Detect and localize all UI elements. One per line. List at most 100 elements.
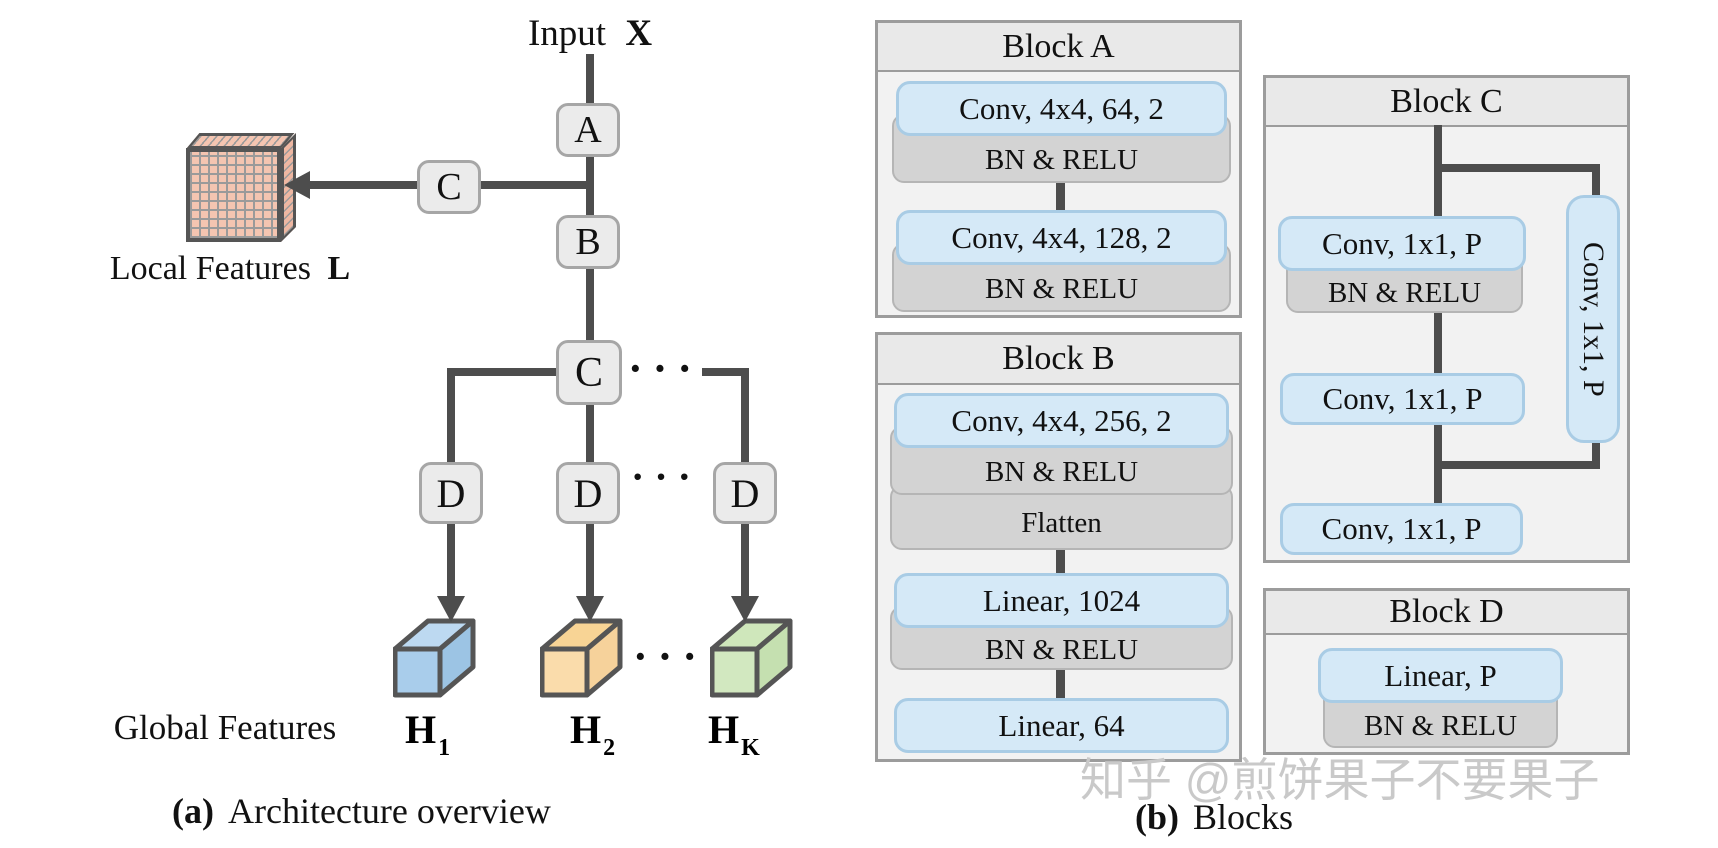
block-c-skip-line-bottom — [1438, 461, 1600, 469]
branch-right-h — [702, 368, 749, 376]
caption-a-tag: (a) — [172, 791, 214, 831]
input-label: Input X — [450, 12, 730, 55]
h1-label-sub: 1 — [438, 735, 451, 761]
node-d-mid-label: D — [573, 470, 603, 516]
block-a-conv1-label: Conv, 4x4, 64, 2 — [959, 90, 1164, 126]
block-c-conv3-label: Conv, 1x1, P — [1321, 511, 1482, 546]
branch-right-v — [741, 368, 749, 464]
block-b-connector1 — [1056, 550, 1065, 573]
branch-left-h — [447, 368, 564, 376]
block-c-conv-skip: Conv, 1x1, P — [1566, 195, 1620, 443]
input-label-text: Input — [527, 13, 607, 54]
block-a-header: Block A — [878, 23, 1239, 72]
block-b-bn1-label: BN & RELU — [984, 456, 1139, 488]
h2-label-base: H — [570, 707, 602, 752]
arrowhead-right — [731, 596, 759, 622]
block-a-panel: Block A Conv, 4x4, 64, 2 BN & RELU Conv,… — [875, 20, 1242, 318]
h2-cube — [540, 618, 623, 698]
local-cube — [186, 148, 281, 242]
block-c-skip-line-right-top — [1592, 164, 1600, 204]
hk-label-base: H — [708, 707, 740, 752]
block-c-conv3: Conv, 1x1, P — [1280, 503, 1523, 555]
block-b-flatten-label: Flatten — [1021, 507, 1102, 539]
trunk-line — [586, 54, 594, 602]
block-d-header: Block D — [1266, 591, 1627, 635]
arrowhead-center — [576, 596, 604, 622]
local-cube-top — [186, 133, 295, 149]
block-b-conv1: Conv, 4x4, 256, 2 — [894, 393, 1229, 448]
hk-cube — [710, 618, 793, 698]
block-a-conv1: Conv, 4x4, 64, 2 — [896, 81, 1227, 136]
node-d-mid: D — [556, 462, 620, 524]
block-c-bn1-label: BN & RELU — [1327, 276, 1482, 309]
node-b: B — [556, 215, 620, 269]
block-b-linear2: Linear, 64 — [894, 698, 1229, 753]
block-b-panel: Block B Conv, 4x4, 256, 2 BN & RELU Flat… — [875, 332, 1242, 762]
node-d-right: D — [713, 462, 777, 524]
caption-a-text: Architecture overview — [227, 791, 551, 831]
block-c-conv1-label: Conv, 1x1, P — [1322, 225, 1482, 261]
ellipsis-between-d: ··· — [630, 453, 702, 499]
block-c-panel: Block C Conv, 1x1, P BN & RELU Conv, 1x1… — [1263, 75, 1630, 563]
block-d-linear: Linear, P — [1318, 648, 1563, 703]
branch-left-v — [447, 368, 455, 464]
h2-label: H2 — [570, 706, 615, 761]
block-d-bn-label: BN & RELU — [1363, 710, 1518, 742]
h1-cube-front — [393, 646, 443, 698]
arrowhead-local — [284, 171, 310, 199]
hk-label-sub: K — [741, 735, 760, 761]
block-c-conv1: Conv, 1x1, P — [1278, 216, 1526, 271]
block-c-skip-line-top — [1438, 164, 1600, 172]
node-c-mid-label: C — [574, 349, 603, 396]
block-b-linear2-label: Linear, 64 — [998, 707, 1125, 743]
arrow-line-left — [447, 524, 455, 598]
arrow-line-right — [741, 524, 749, 598]
node-d-left: D — [419, 462, 483, 524]
block-a-conv2: Conv, 4x4, 128, 2 — [896, 210, 1227, 265]
caption-b: (b) Blocks — [1135, 796, 1293, 838]
block-c-conv2-label: Conv, 1x1, P — [1322, 381, 1483, 416]
hk-label: HK — [708, 706, 760, 761]
caption-b-text: Blocks — [1193, 797, 1294, 837]
block-a-title: Block A — [1002, 27, 1115, 65]
node-d-left-label: D — [436, 470, 466, 516]
local-features-text: Local Features — [109, 250, 311, 287]
block-b-flatten: Flatten — [890, 485, 1233, 550]
block-c-header: Block C — [1266, 78, 1627, 127]
block-d-linear-label: Linear, P — [1384, 657, 1497, 693]
block-b-header: Block B — [878, 335, 1239, 385]
block-a-conv2-label: Conv, 4x4, 128, 2 — [951, 219, 1172, 255]
h1-label-base: H — [405, 707, 437, 752]
caption-b-tag: (b) — [1135, 797, 1179, 837]
block-c-title: Block C — [1390, 82, 1503, 120]
block-b-conv1-label: Conv, 4x4, 256, 2 — [951, 402, 1172, 438]
node-d-right-label: D — [730, 470, 760, 516]
ellipsis-after-c: ··· — [627, 343, 703, 393]
node-a: A — [556, 103, 620, 157]
block-a-connector — [1056, 183, 1065, 210]
block-b-connector2 — [1056, 670, 1065, 698]
block-c-skip-line-right-bottom — [1592, 433, 1600, 469]
h1-cube — [393, 618, 476, 698]
hk-cube-front — [710, 646, 760, 698]
block-c-conv2: Conv, 1x1, P — [1280, 373, 1525, 425]
block-c-conv-skip-label: Conv, 1x1, P — [1577, 241, 1610, 397]
node-b-label: B — [575, 221, 601, 263]
h1-label: H1 — [405, 706, 450, 761]
node-c-top-label: C — [436, 166, 462, 208]
h2-cube-front — [540, 646, 590, 698]
block-b-bn2-label: BN & RELU — [984, 633, 1139, 666]
local-features-var: L — [327, 250, 351, 287]
h2-label-sub: 2 — [603, 735, 616, 761]
node-a-label: A — [574, 109, 602, 151]
block-a-bn2-label: BN & RELU — [984, 273, 1139, 305]
ellipsis-between-cubes: ··· — [632, 631, 708, 681]
block-b-linear1: Linear, 1024 — [894, 573, 1229, 628]
block-c-main-line — [1434, 125, 1442, 537]
block-d-title: Block D — [1389, 593, 1504, 630]
block-a-bn1-label: BN & RELU — [984, 144, 1139, 176]
local-features-label: Local Features L — [50, 250, 410, 288]
watermark: 知乎 @煎饼果子不要果子 — [1080, 754, 1600, 806]
caption-a: (a) Architecture overview — [172, 790, 551, 832]
